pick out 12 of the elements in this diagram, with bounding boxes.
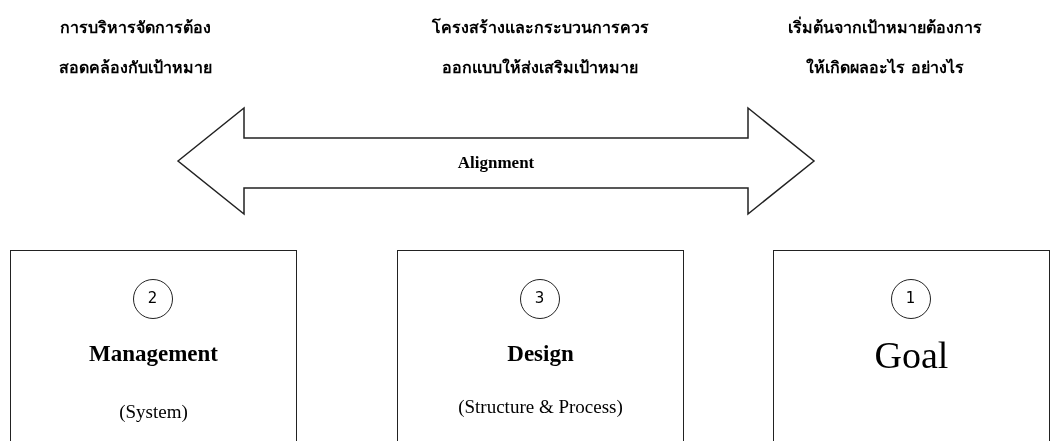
process-box <box>10 250 297 441</box>
box-title: Design <box>506 341 575 367</box>
box-title: Goal <box>873 333 950 377</box>
box-subtitle: (Structure & Process) <box>457 396 624 418</box>
note-text: โครงสร้างและกระบวนการควรออกแบบให้ส่งเสริมเป้าหมาย <box>430 17 650 79</box>
note-text: เริ่มต้นจากเป้าหมายต้องการให้เกิดผลอะไร อย่างไร <box>787 15 983 79</box>
box-subtitle: (System) <box>118 401 189 423</box>
note-text: การบริหารจัดการต้องสอดคล้องกับเป้าหมาย <box>57 17 213 79</box>
process-box <box>397 250 684 441</box>
arrow-label: Alignment <box>456 153 536 173</box>
process-box <box>773 250 1050 441</box>
box-title: Management <box>88 341 219 367</box>
